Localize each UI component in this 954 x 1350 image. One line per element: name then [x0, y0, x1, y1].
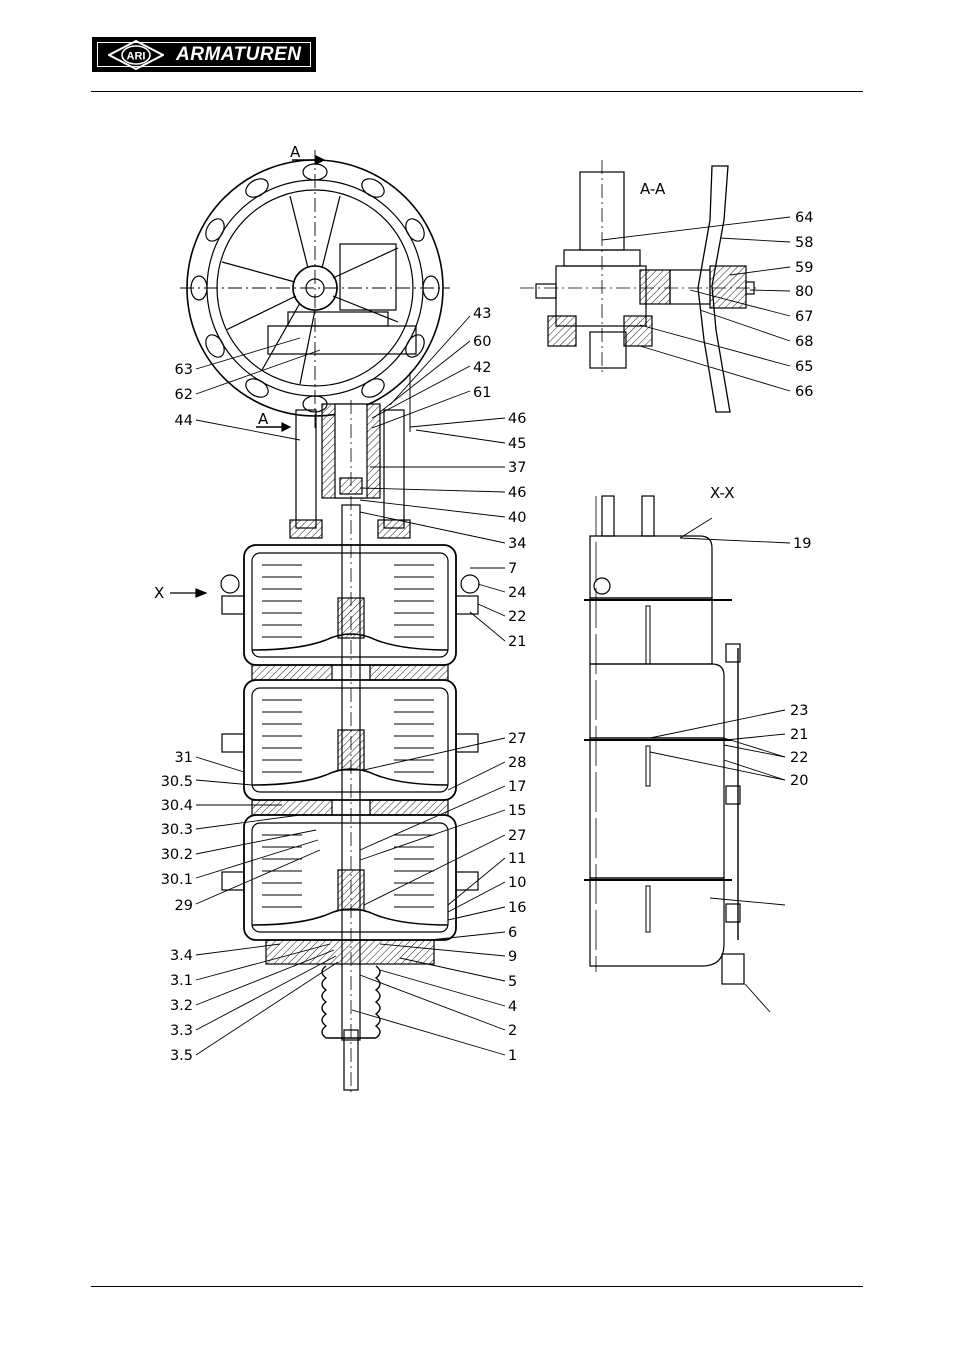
- part-label-9: 9: [508, 949, 517, 965]
- part-label-28: 28: [508, 755, 526, 771]
- part-label-15: 15: [508, 803, 526, 819]
- title-section-aa: A-A: [640, 180, 666, 198]
- part-label-67: 67: [795, 309, 813, 325]
- part-label-61: 61: [473, 385, 491, 401]
- handwheel-spokes: [222, 196, 398, 384]
- part-label-30_5: 30.5: [161, 774, 193, 790]
- part-label-44: 44: [175, 413, 193, 429]
- part-labels-xx: 19 23 21 22 20: [790, 536, 811, 789]
- part-label-58: 58: [795, 235, 813, 251]
- part-label-30_3: 30.3: [161, 822, 193, 838]
- part-label-68: 68: [795, 334, 813, 350]
- part-label-45: 45: [508, 436, 526, 452]
- part-label-31: 31: [175, 750, 193, 766]
- part-label-46b: 46: [508, 485, 526, 501]
- part-label-21: 21: [508, 634, 526, 650]
- section-x-label: X: [154, 584, 164, 602]
- part-label-27a: 27: [508, 731, 526, 747]
- part-label-24: 24: [508, 585, 526, 601]
- part-label-34: 34: [508, 536, 526, 552]
- part-labels-right: 4360426146453746403472422212728171527111…: [473, 306, 526, 1064]
- part-label-29: 29: [175, 898, 193, 914]
- section-xx-view: [584, 496, 790, 1012]
- part-label-3_3: 3.3: [170, 1023, 193, 1039]
- part-label-30_4: 30.4: [161, 798, 193, 814]
- part-label-59: 59: [795, 260, 813, 276]
- part-label-11: 11: [508, 851, 526, 867]
- part-label-63: 63: [175, 362, 193, 378]
- leader-lines-xx: [650, 518, 790, 1012]
- view-titles: A-A X-X A A X: [154, 143, 734, 602]
- part-label-3_4: 3.4: [170, 948, 193, 964]
- part-label-23: 23: [790, 703, 808, 719]
- part-label-6: 6: [508, 925, 517, 941]
- part-label-22: 22: [790, 750, 808, 766]
- part-label-42: 42: [473, 360, 491, 376]
- part-label-17: 17: [508, 779, 526, 795]
- part-label-22: 22: [508, 609, 526, 625]
- part-label-16: 16: [508, 900, 526, 916]
- part-label-21: 21: [790, 727, 808, 743]
- part-label-2: 2: [508, 1023, 517, 1039]
- part-label-37: 37: [508, 460, 526, 476]
- part-label-7: 7: [508, 561, 517, 577]
- part-label-19: 19: [793, 536, 811, 552]
- xx-studs: [646, 606, 650, 932]
- part-label-5: 5: [508, 974, 517, 990]
- xx-gauge-line: [722, 644, 744, 984]
- section-x-arrow: [170, 589, 206, 597]
- part-labels-aa: 64 58 59 80 67 68 65 66: [795, 210, 813, 400]
- part-label-40: 40: [508, 510, 526, 526]
- part-label-1: 1: [508, 1048, 517, 1064]
- part-label-10: 10: [508, 875, 526, 891]
- part-label-80: 80: [795, 284, 813, 300]
- main-section-view: [170, 150, 505, 1095]
- part-label-66: 66: [795, 384, 813, 400]
- part-label-60: 60: [473, 334, 491, 350]
- part-label-62: 62: [175, 387, 193, 403]
- part-label-64: 64: [795, 210, 813, 226]
- part-label-3_5: 3.5: [170, 1048, 193, 1064]
- section-a-label-top: A: [290, 143, 301, 161]
- part-label-43: 43: [473, 306, 491, 322]
- part-label-46a: 46: [508, 411, 526, 427]
- part-label-30_1: 30.1: [161, 872, 193, 888]
- part-label-30_2: 30.2: [161, 847, 193, 863]
- part-label-20: 20: [790, 773, 808, 789]
- title-section-xx: X-X: [710, 484, 734, 502]
- part-label-4: 4: [508, 999, 517, 1015]
- part-label-65: 65: [795, 359, 813, 375]
- part-labels-left: 63 62 44 31 30.5 30.4 30.3 30.2 30.1 29 3.4 3.1 3.2 3…: [161, 362, 193, 1064]
- part-label-3_1: 3.1: [170, 973, 193, 989]
- part-label-27b: 27: [508, 828, 526, 844]
- part-label-3_2: 3.2: [170, 998, 193, 1014]
- section-a-label-bottom: A: [258, 410, 269, 428]
